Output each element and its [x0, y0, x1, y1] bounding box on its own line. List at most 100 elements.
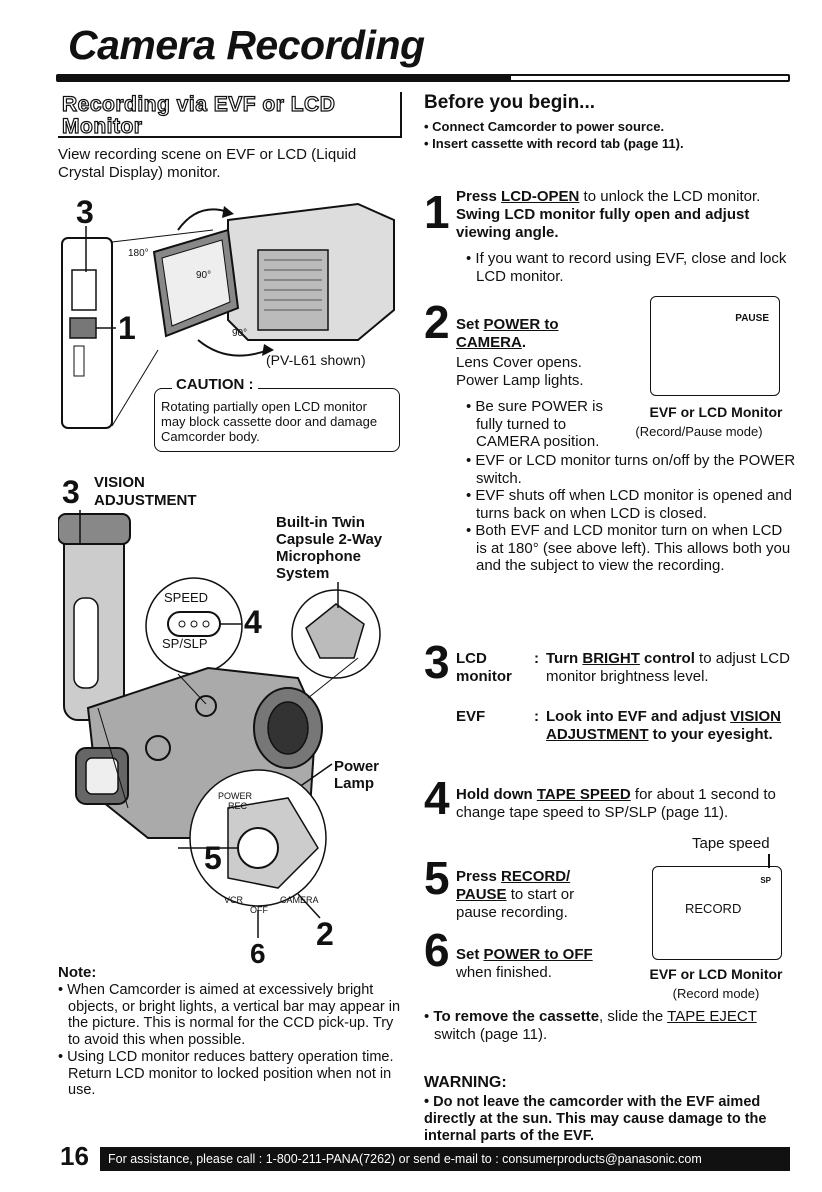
caution-box: Rotating partially open LCD monitor may … [154, 388, 400, 452]
before-item: Insert cassette with record tab (page 11… [424, 135, 683, 152]
step-1-bullet: If you want to record using EVF, close a… [466, 250, 792, 285]
figure-camcorder-controls [58, 508, 398, 958]
step-2-lead: Set [456, 316, 484, 333]
angle-90-label-a: 90° [196, 270, 212, 281]
assistance-bar: For assistance, please call : 1-800-211-… [100, 1147, 790, 1171]
step-3-evf-text-b: to your eyesight. [648, 726, 773, 743]
step-6-key: POWER to OFF [483, 946, 593, 963]
section-heading-line2: Monitor [61, 115, 143, 138]
step-5-text: Press RECORD/ PAUSE to start or pause re… [456, 868, 616, 922]
step-2-bullet: EVF or LCD monitor turns on/off by the P… [466, 452, 796, 487]
callout-3-vision: 3 [62, 474, 80, 510]
callout-2: 2 [316, 916, 334, 952]
caution-title: CAUTION : [172, 376, 258, 393]
warning-body: Do not leave the camcorder with the EVF … [424, 1094, 767, 1144]
callout-3-top: 3 [76, 194, 94, 230]
step-5-lead: Press [456, 868, 502, 885]
step-2-bullet: EVF shuts off when LCD monitor is opened… [466, 487, 796, 522]
step-3-lcd-text: Turn BRIGHT control to adjust LCD monito… [546, 650, 796, 686]
monitor-2-caption: EVF or LCD Monitor [649, 966, 783, 982]
monitor-record-display: SP RECORD [652, 866, 782, 960]
step-3-lcd-label: LCD monitor [456, 650, 512, 685]
step-2-heading: Set POWER to CAMERA. [456, 316, 559, 351]
power-rec-bottom: REC [228, 801, 248, 811]
step-3-lcd-colon: : [534, 650, 539, 667]
power-lamp-label: Power Lamp [334, 758, 380, 792]
step-1-text-a: to unlock the LCD monitor. [579, 188, 761, 205]
step-5-tail: to start or pause recording. [456, 886, 575, 921]
step-5-key: RECORD/ PAUSE [456, 868, 571, 903]
note-list: When Camcorder is aimed at excessively b… [58, 982, 406, 1100]
monitor-1-subcaption: (Record/Pause mode) [635, 424, 763, 439]
monitor-sp-indicator: SP [760, 876, 771, 885]
tape-speed-label: Tape speed [692, 835, 770, 852]
step-4-lead: Hold down [456, 786, 537, 803]
model-note: (PV-L61 shown) [266, 352, 366, 368]
remove-lead: To remove the cassette [433, 1008, 600, 1025]
caution-text: Rotating partially open LCD monitor may … [161, 399, 378, 444]
step-2-bullet: Be sure POWER is fully turned to CAMERA … [466, 398, 626, 451]
speed-label: SPEED [164, 590, 209, 605]
step-3-lcd-text-a: Turn [546, 650, 583, 667]
section-heading: Recording via EVF or LCD Monitor [58, 92, 402, 138]
monitor-2-subcaption: (Record mode) [672, 986, 760, 1001]
power-rec-top: POWER [218, 791, 253, 801]
step-4-tail: for about 1 second to change tape speed … [456, 786, 776, 821]
step-3-evf-text-a: Look into EVF and adjust [546, 708, 731, 725]
tape-speed-pointer [768, 854, 770, 868]
switch-camera: CAMERA [280, 895, 319, 905]
angle-180-label: 180° [128, 248, 149, 259]
step-2-text: Lens Cover opens. Power Lamp lights. [456, 354, 584, 389]
step-2-bullets: EVF or LCD monitor turns on/off by the P… [466, 452, 796, 575]
step-2-bullet-first: Be sure POWER is fully turned to CAMERA … [466, 398, 626, 451]
remove-text-b: switch (page 11). [434, 1026, 548, 1043]
spslp-label: SP/SLP [162, 636, 208, 651]
page-title: Camera Recording [68, 22, 425, 68]
step-4-key: TAPE SPEED [536, 786, 631, 803]
before-item: Connect Camcorder to power source. [424, 118, 684, 135]
note-title: Note: [58, 964, 97, 981]
note-item: Using LCD monitor reduces battery operat… [58, 1049, 406, 1099]
callout-1: 1 [118, 310, 136, 346]
remove-cassette-text: • To remove the cassette, slide the TAPE… [424, 1008, 757, 1043]
step-3-evf-colon: : [534, 708, 539, 725]
step-3-number: 3 [424, 636, 450, 688]
warning-title: WARNING: [424, 1074, 507, 1091]
monitor-pause-display: PAUSE [650, 296, 780, 396]
step-6-tail: when finished. [456, 964, 552, 981]
callout-6: 6 [250, 938, 266, 969]
step-3-evf-key: VISION ADJUSTMENT [546, 708, 782, 743]
step-1-lead: Press [456, 188, 502, 205]
monitor-pause-text: PAUSE [735, 313, 769, 324]
step-6-lead: Set [456, 946, 484, 963]
vision-adjustment-label-1: VISION [94, 474, 145, 491]
note-item: When Camcorder is aimed at excessively b… [58, 982, 406, 1048]
callout-5: 5 [204, 840, 222, 876]
step-1-number: 1 [424, 186, 450, 238]
before-you-begin-title: Before you begin... [424, 92, 596, 113]
step-6-number: 6 [424, 924, 450, 976]
step-3-evf-label: EVF [456, 708, 486, 725]
step-1-key: LCD-OPEN [501, 188, 580, 205]
step-3-lcd-text-c: to adjust LCD monitor brightness level. [546, 650, 790, 685]
vision-adjustment-label-2: ADJUSTMENT [94, 492, 197, 509]
monitor-1-caption: EVF or LCD Monitor [649, 404, 783, 420]
step-1-text: Press LCD-OPEN to unlock the LCD monitor… [456, 188, 796, 242]
step-3-evf-text: Look into EVF and adjust VISION ADJUSTME… [546, 708, 786, 744]
step-6-text: Set POWER to OFF when finished. [456, 946, 626, 982]
switch-vcr: VCR [224, 895, 244, 905]
step-3-lcd-key: BRIGHT [582, 650, 640, 667]
remove-text-a: , slide the [599, 1008, 668, 1025]
section-heading-line1: Recording via EVF or LCD [61, 93, 336, 116]
remove-key: TAPE EJECT [667, 1008, 757, 1025]
monitor-record-text: RECORD [685, 901, 742, 916]
step-4-number: 4 [424, 772, 450, 824]
before-you-begin-list: Connect Camcorder to power source. Inser… [424, 118, 684, 152]
camcorder-controls-illustration [58, 510, 381, 938]
warning-text: • Do not leave the camcorder with the EV… [424, 1094, 767, 1144]
step-4-text: Hold down TAPE SPEED for about 1 second … [456, 786, 796, 822]
step-2-bullet: Both EVF and LCD monitor turn on when LC… [466, 522, 796, 575]
switch-off: OFF [250, 905, 268, 915]
step-2-key: POWER to CAMERA [456, 316, 559, 351]
microphone-label: Built-in Twin Capsule 2-Way Microphone S… [276, 514, 383, 582]
